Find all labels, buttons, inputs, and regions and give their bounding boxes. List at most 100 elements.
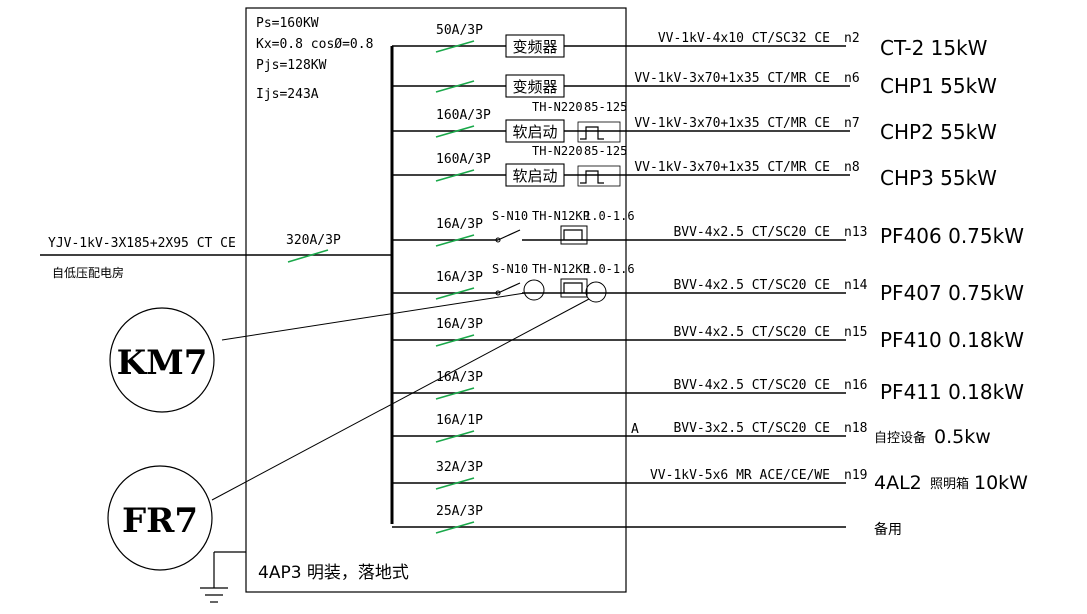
- circuit-8-breaker-label: 16A/3P: [436, 370, 483, 385]
- circuit-9-breaker-symbol: [435, 430, 475, 443]
- km7-leader: [221, 292, 526, 341]
- circuit-3-breaker-label: 160A/3P: [436, 108, 491, 123]
- circuit-6-breaker-symbol: [435, 287, 475, 300]
- incoming-source: 自低压配电房: [52, 265, 124, 280]
- circuit-5-contactor-pivot: [495, 237, 501, 243]
- circuit-4-device-label: 软启动: [512, 167, 557, 185]
- circuit-6-rating-label: 1.0-1.6: [584, 262, 635, 276]
- fr7-marker: [585, 281, 607, 303]
- circuit-11-breaker-label: 25A/3P: [436, 504, 483, 519]
- circuit-9-cable-label: BVV-3x2.5 CT/SC20 CE: [673, 421, 830, 436]
- circuit-2-device-label: 变频器: [512, 78, 557, 96]
- circuit-9-number: n18: [844, 421, 867, 436]
- circuit-7-load-label: PF410 0.18kW: [880, 328, 1024, 352]
- circuit-4-overload-box: [577, 165, 621, 187]
- circuit-4-rating-label: 85-125: [584, 144, 627, 158]
- circuit-6-cable-label: BVV-4x2.5 CT/SC20 CE: [673, 278, 830, 293]
- circuit-4-relay-label: TH-N220: [532, 144, 583, 158]
- circuit-10-cable-label: VV-1kV-5x6 MR ACE/CE/WE: [650, 468, 830, 483]
- fr7-callout-label: FR7: [122, 501, 198, 541]
- panel-info-ijs: Ijs=243A: [256, 87, 319, 102]
- circuit-6-number: n14: [844, 278, 868, 293]
- circuit-9-phase-label: A: [631, 422, 639, 437]
- circuit-5-device-label: S-N10: [492, 209, 528, 223]
- circuit-6-relay-label: TH-N12KP: [532, 262, 590, 276]
- circuit-8-cable-label: BVV-4x2.5 CT/SC20 CE: [673, 378, 830, 393]
- panel-info-ps: Ps=160KW: [256, 16, 319, 31]
- circuit-9-load-label: 0.5kw: [934, 426, 991, 448]
- circuit-5-relay-label: TH-N12KP: [532, 209, 590, 223]
- circuit-5-relay-symbol: [563, 229, 583, 240]
- panel-enclosure: [245, 7, 627, 593]
- circuit-10-breaker-label: 32A/3P: [436, 460, 483, 475]
- circuit-4-breaker-label: 160A/3P: [436, 152, 491, 167]
- circuit-3-relay-label: TH-N220: [532, 100, 583, 114]
- circuit-5-number: n13: [844, 225, 867, 240]
- circuit-5-cable-label: BVV-4x2.5 CT/SC20 CE: [673, 225, 830, 240]
- circuit-6-load-label: PF407 0.75kW: [880, 281, 1024, 305]
- circuit-6-breaker-label: 16A/3P: [436, 270, 483, 285]
- circuit-8-number: n16: [844, 378, 867, 393]
- circuit-2-device-box: [505, 74, 565, 98]
- circuit-rows: 50A/3P 变频器 VV-1kV-4x10 CT/SC32 CE n2 CT-2 15…: [392, 23, 1028, 538]
- circuit-11-load-cn: 备用: [874, 521, 902, 538]
- circuit-1-device-label: 变频器: [512, 38, 557, 56]
- circuit-3-overload-symbol: [580, 126, 604, 140]
- panel-info-pjs: Pjs=128KW: [256, 58, 327, 73]
- circuit-6-device-label: S-N10: [492, 262, 528, 276]
- circuit-1-device-box: [505, 34, 565, 58]
- fr7-leader: [211, 298, 590, 501]
- circuit-10-breaker-symbol: [435, 477, 475, 490]
- circuit-7-breaker-symbol: [435, 334, 475, 347]
- circuit-6-relay-box: [560, 278, 588, 298]
- circuit-5-breaker-label: 16A/3P: [436, 217, 483, 232]
- circuit-6-contactor-pivot: [495, 290, 501, 296]
- circuit-4-breaker-symbol: [435, 169, 475, 182]
- circuit-1-breaker-label: 50A/3P: [436, 23, 483, 38]
- circuit-1-load-label: CT-2 15kW: [880, 36, 988, 60]
- circuit-2-breaker-symbol: [435, 80, 475, 93]
- fr7-callout: [107, 465, 213, 571]
- circuit-4-cable-label: VV-1kV-3x70+1x35 CT/MR CE: [634, 160, 830, 175]
- circuit-5-rating-label: 1.0-1.6: [584, 209, 635, 223]
- circuit-3-device-box: [505, 119, 565, 143]
- circuit-8-breaker-symbol: [435, 387, 475, 400]
- circuit-5-load-label: PF406 0.75kW: [880, 224, 1024, 248]
- circuit-4-overload-symbol: [580, 170, 604, 184]
- circuit-6-relay-symbol: [563, 282, 583, 293]
- circuit-3-breaker-symbol: [435, 125, 475, 138]
- ground-symbol: [200, 551, 246, 603]
- circuit-1-number: n2: [844, 31, 860, 46]
- circuit-5-contactor-symbol: [497, 229, 521, 241]
- circuit-5-breaker-symbol: [435, 234, 475, 247]
- circuit-5-relay-box: [560, 225, 588, 245]
- circuit-4-number: n8: [844, 160, 860, 175]
- circuit-2-number: n6: [844, 71, 860, 86]
- circuit-7-number: n15: [844, 325, 867, 340]
- circuit-4-device-box: [505, 163, 565, 187]
- circuit-1-cable-label: VV-1kV-4x10 CT/SC32 CE: [658, 31, 830, 46]
- circuit-9-load-cn: 自控设备: [874, 430, 926, 446]
- circuit-3-load-label: CHP2 55kW: [880, 120, 997, 144]
- km7-callout-label: KM7: [117, 343, 208, 383]
- circuit-4-load-label: CHP3 55kW: [880, 166, 997, 190]
- circuit-8-load-label: PF411 0.18kW: [880, 380, 1024, 404]
- circuit-3-number: n7: [844, 116, 860, 131]
- incoming-breaker-symbol: [287, 249, 329, 263]
- km7-marker: [523, 279, 545, 301]
- panel-info-kx: Kx=0.8 cosØ=0.8: [256, 37, 373, 52]
- circuit-3-rating-label: 85-125: [584, 100, 627, 114]
- circuit-10-load-power: 10kW: [974, 472, 1028, 494]
- circuit-10-load-label: 4AL2: [874, 472, 922, 494]
- circuit-1-breaker-symbol: [435, 40, 475, 53]
- circuit-10-number: n19: [844, 468, 867, 483]
- incoming-cable: YJV-1kV-3X185+2X95 CT CE: [48, 236, 236, 251]
- circuit-6-contactor-symbol: [497, 282, 521, 294]
- circuit-3-overload-box: [577, 121, 621, 143]
- incoming-breaker-label: 320A/3P: [286, 233, 341, 248]
- circuit-11-breaker-symbol: [435, 521, 475, 534]
- circuit-7-cable-label: BVV-4x2.5 CT/SC20 CE: [673, 325, 830, 340]
- circuit-10-load-cn: 照明箱: [930, 476, 969, 492]
- circuit-9-breaker-label: 16A/1P: [436, 413, 483, 428]
